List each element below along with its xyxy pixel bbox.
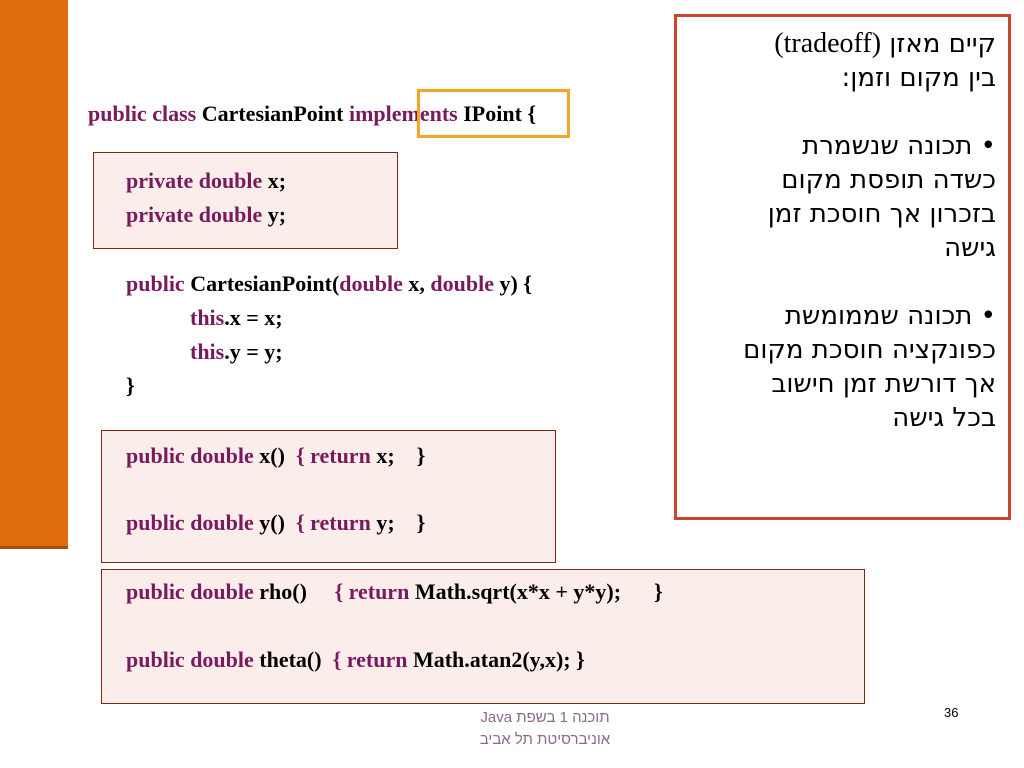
- theta-return: { return: [332, 647, 408, 672]
- this-kw-x: this: [190, 305, 225, 330]
- field-y-keyword: private double: [126, 202, 263, 227]
- theta-close: }: [576, 647, 585, 672]
- accessor-x-return: { return: [295, 443, 371, 468]
- ctor-kw: public: [126, 271, 185, 296]
- rho-kw: public double: [126, 579, 254, 604]
- note-spacer-2: [687, 265, 996, 299]
- assign-y: .y = y;: [224, 339, 283, 364]
- note-line-1-text: קיים מאזן: [889, 29, 996, 59]
- accessor-y-kw: public double: [126, 510, 254, 535]
- constructor-signature: public CartesianPoint(double x, double y…: [126, 267, 532, 301]
- accessor-x-close: }: [416, 443, 426, 468]
- constructor-close: }: [126, 373, 135, 398]
- note-bullet-1-line-4: גישה: [944, 233, 996, 263]
- rho-expr: Math.sqrt(x*x + y*y);: [414, 579, 622, 604]
- accessor-x-value: x;: [376, 443, 395, 468]
- field-x-keyword: private double: [126, 168, 263, 193]
- accessor-y-sig: y(): [259, 510, 285, 535]
- kw-class: class: [152, 101, 197, 126]
- class-header: public class CartesianPoint implements I…: [88, 97, 536, 131]
- fields-box: [93, 152, 398, 249]
- accessor-y-value: y;: [376, 510, 395, 535]
- kw-implements: implements: [348, 101, 458, 126]
- note-tradeoff-term: (tradeoff): [774, 28, 882, 59]
- tradeoff-note: קיים מאזן (tradeoff) בין מקום וזמן: • תכ…: [674, 14, 1011, 520]
- note-bullet-2-line-1: • תכונה שממומשת: [784, 301, 996, 331]
- rho-close: }: [654, 579, 663, 604]
- assign-x: .x = x;: [224, 305, 283, 330]
- constructor-line-y: this.y = y;: [190, 335, 283, 369]
- slide-footer: תוכנה 1 בשפת Java אוניברסיטת תל אביב: [420, 707, 670, 751]
- rho-return: { return: [334, 579, 410, 604]
- note-line-1: קיים מאזן (tradeoff): [687, 27, 996, 61]
- note-bullet-2-line-3: אך דורשת זמן חישוב: [771, 369, 996, 399]
- accessor-x-kw: public double: [126, 443, 254, 468]
- ctor-name: CartesianPoint(: [190, 271, 340, 296]
- note-bullet-1-line-2: כשדה תופסת מקום: [781, 165, 996, 195]
- note-spacer-1: [687, 95, 996, 129]
- theta-sig: theta(): [259, 647, 322, 672]
- ctor-p1-kw: double: [339, 271, 403, 296]
- interface-name: IPoint {: [463, 101, 537, 126]
- note-bullet-2-line-4: בכל גישה: [892, 403, 996, 433]
- footer-course: תוכנה 1 בשפת Java: [480, 709, 610, 726]
- field-x: private double x;: [126, 164, 286, 198]
- note-bullet-2-line-2: כפונקציה חוסכת מקום: [743, 335, 996, 365]
- computed-box: [101, 569, 865, 704]
- note-bullet-1-line-3: בזכרון אך חוסכת זמן: [767, 199, 996, 229]
- footer-university: אוניברסיטת תל אביב: [479, 731, 611, 748]
- accessors-box: [101, 430, 556, 563]
- ctor-p2-kw: double: [430, 271, 494, 296]
- accessor-y: public double y() { return y; }: [126, 506, 425, 540]
- side-accent-line: [0, 546, 68, 549]
- accessor-y-close: }: [416, 510, 426, 535]
- theta-kw: public double: [126, 647, 254, 672]
- accessor-x: public double x() { return x; }: [126, 439, 425, 473]
- ctor-p2: y) {: [499, 271, 532, 296]
- theta-expr: Math.atan2(y,x);: [412, 647, 571, 672]
- note-bullet-1-line-1: • תכונה שנשמרת: [802, 131, 996, 161]
- this-kw-y: this: [190, 339, 225, 364]
- field-y: private double y;: [126, 198, 286, 232]
- method-rho: public double rho() { return Math.sqrt(x…: [126, 575, 663, 609]
- accessor-y-return: { return: [295, 510, 371, 535]
- accessor-x-sig: x(): [259, 443, 285, 468]
- field-y-name: y;: [267, 202, 287, 227]
- class-name: CartesianPoint: [201, 101, 344, 126]
- rho-sig: rho(): [259, 579, 307, 604]
- constructor-line-x: this.x = x;: [190, 301, 283, 335]
- field-x-name: x;: [267, 168, 287, 193]
- note-line-2: בין מקום וזמן:: [841, 63, 997, 93]
- method-theta: public double theta() { return Math.atan…: [126, 643, 585, 677]
- page-number: 36: [944, 705, 959, 720]
- ctor-p1: x,: [408, 271, 425, 296]
- side-accent-bar: [0, 0, 68, 546]
- implements-highlight-box: [417, 89, 570, 138]
- kw-public: public: [88, 101, 147, 126]
